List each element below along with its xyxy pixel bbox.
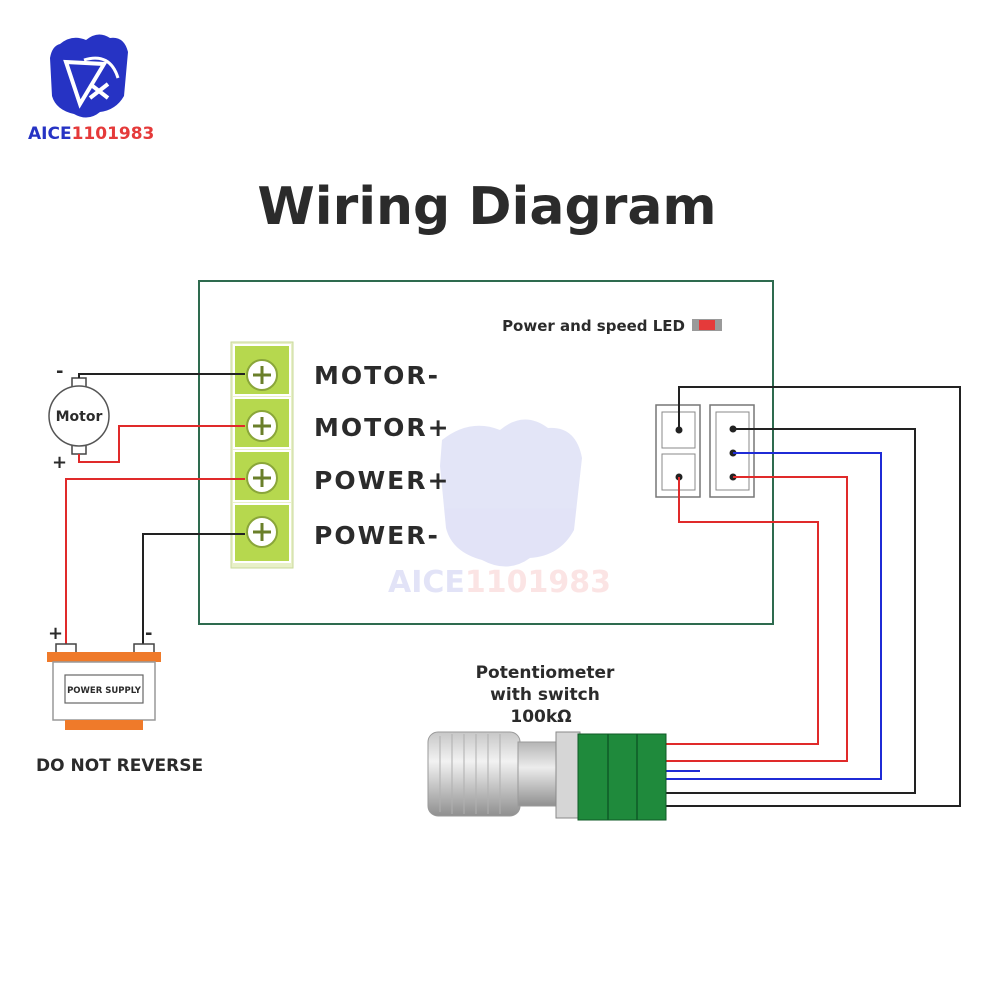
battery-plus-sign: + — [48, 623, 63, 644]
terminal-label-motor-minus: MOTOR- — [314, 361, 440, 390]
terminal-block — [230, 341, 294, 569]
potentiometer-label-line1: Potentiometer — [476, 663, 615, 683]
wire-power-plus — [65, 478, 245, 652]
led-label: Power and speed LED — [502, 317, 685, 335]
terminal-label-power-minus: POWER- — [314, 521, 440, 550]
potentiometer — [427, 731, 667, 821]
terminal-screw-icon — [246, 516, 278, 548]
battery-minus-sign: - — [145, 623, 152, 644]
motor-label: Motor — [56, 409, 103, 425]
power-supply: POWER SUPPLY — [47, 643, 161, 730]
terminal-screw-icon — [246, 359, 278, 391]
terminal-label-power-plus: POWER+ — [314, 466, 450, 495]
wire-switch-black — [666, 386, 961, 807]
page-title: Wiring Diagram — [257, 177, 716, 237]
motor: Motor — [48, 377, 110, 455]
wire-motor-plus — [78, 425, 245, 463]
wire-pot-blue-top — [666, 452, 882, 780]
wire-pot-black — [666, 428, 916, 794]
wire-power-minus — [142, 533, 245, 652]
potentiometer-label-line2: with switch — [490, 685, 600, 705]
brand-logo: AICE1101983 — [28, 34, 154, 144]
wire-motor-minus — [78, 373, 245, 378]
terminal-screw-icon — [246, 410, 278, 442]
terminal-screw-icon — [246, 462, 278, 494]
watermark-logo: AICE1101983 — [388, 419, 611, 600]
brand-name: AICE1101983 — [28, 124, 154, 144]
wire-pot-red — [666, 476, 848, 762]
svg-text:AICE1101983: AICE1101983 — [388, 565, 611, 600]
potentiometer-label-line3: 100kΩ — [510, 707, 571, 727]
wire-switch-red — [666, 477, 819, 745]
led-indicator — [692, 319, 722, 331]
do-not-reverse-warning: DO NOT REVERSE — [36, 756, 203, 776]
power-supply-label: POWER SUPPLY — [67, 686, 142, 696]
connector-header-3pin — [709, 404, 755, 498]
terminal-label-motor-plus: MOTOR+ — [314, 413, 451, 442]
motor-plus-sign: + — [52, 452, 67, 473]
motor-minus-sign: - — [56, 361, 63, 382]
